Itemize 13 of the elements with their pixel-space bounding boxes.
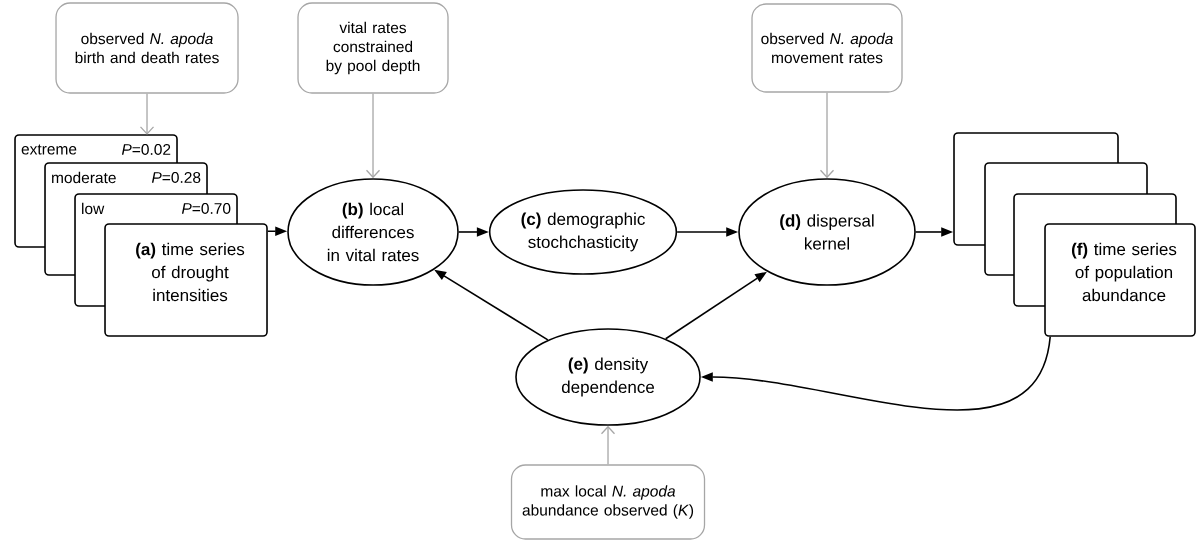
arrow	[600, 425, 616, 465]
arrow	[819, 92, 835, 179]
arrow	[365, 93, 381, 179]
input-box: observed N. apoda birth and death rates	[55, 2, 239, 94]
series-card-header: extreme P=0.02	[21, 144, 171, 155]
series-card: (f) time series of population abundance	[1044, 223, 1196, 337]
input-box: max local N. apoda abundance observed (K)	[510, 464, 706, 540]
arrow	[139, 93, 155, 135]
series-card-header: low P=0.70	[82, 202, 231, 215]
input-box: observed N. apoda movement rates	[751, 3, 903, 93]
series-card: (a) time series of drought intensities	[104, 223, 268, 337]
series-card-header: moderate P=0.28	[52, 171, 201, 184]
input-box: vital rates constrained by pool depth	[297, 2, 449, 94]
